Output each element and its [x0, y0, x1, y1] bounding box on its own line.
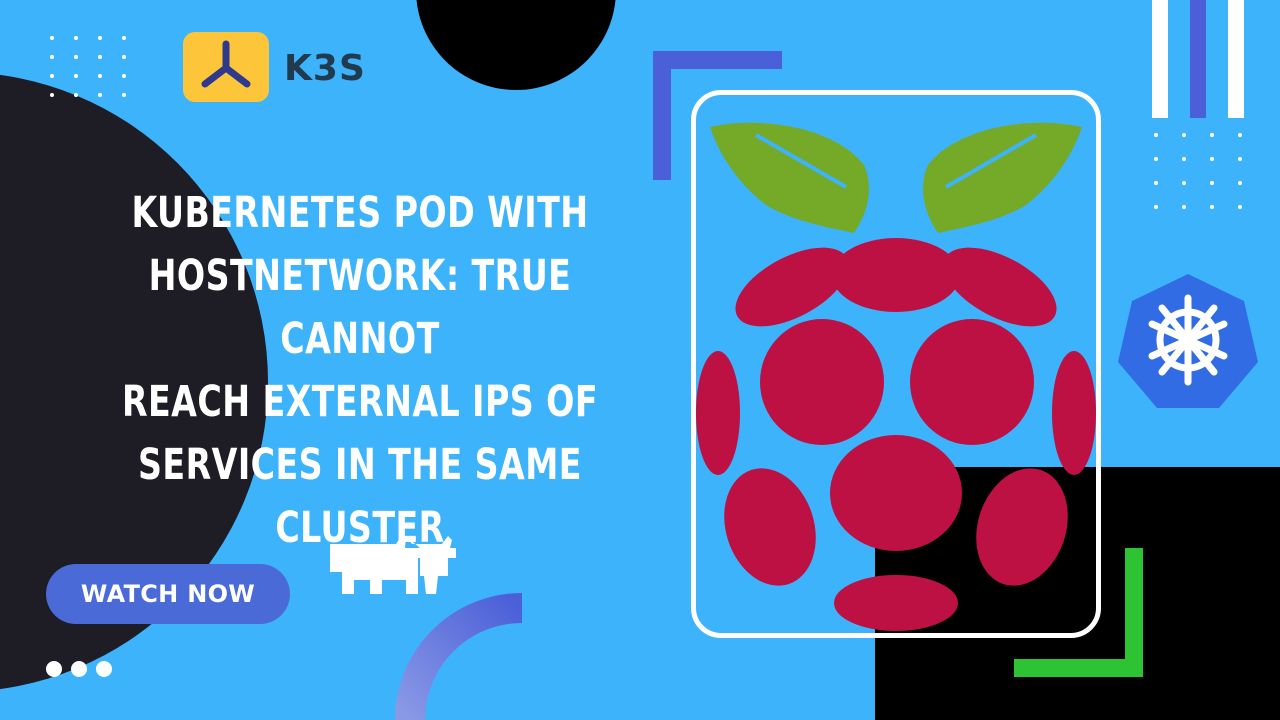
green-corner-bracket: [1014, 548, 1143, 677]
headline: KUBERNETES POD WITH HOSTNETWORK: TRUE CA…: [76, 182, 644, 560]
k3s-brand-text: K3S: [284, 48, 366, 89]
dot-grid-left: [50, 36, 126, 97]
white-stripe-shape: [1228, 0, 1244, 118]
gradient-arc-shape: [395, 593, 523, 720]
k3s-tripod-icon: [201, 40, 251, 88]
dot-grid-right: [1154, 133, 1242, 209]
pager-dot[interactable]: [96, 661, 112, 677]
headline-line: REACH EXTERNAL IPS OF: [121, 377, 599, 427]
white-stripe-shape: [1152, 0, 1168, 118]
headline-line: KUBERNETES POD WITH: [131, 188, 589, 238]
pagination-dots: [46, 661, 112, 677]
raspberry-card: [691, 90, 1101, 638]
blue-stripe-shape: [1190, 0, 1206, 118]
blue-corner-bracket: [653, 51, 782, 180]
headline-line: HOSTNETWORK: TRUE CANNOT: [148, 251, 572, 364]
rancher-bull-icon: [330, 536, 456, 594]
pager-dot[interactable]: [46, 661, 62, 677]
pager-dot[interactable]: [71, 661, 87, 677]
kubernetes-helm-icon: [1118, 274, 1258, 408]
raspberry-pi-icon: [696, 122, 1096, 631]
k3s-logo: [183, 32, 269, 102]
black-semicircle-shape: [416, 0, 616, 90]
watch-now-button[interactable]: WATCH NOW: [46, 564, 290, 624]
